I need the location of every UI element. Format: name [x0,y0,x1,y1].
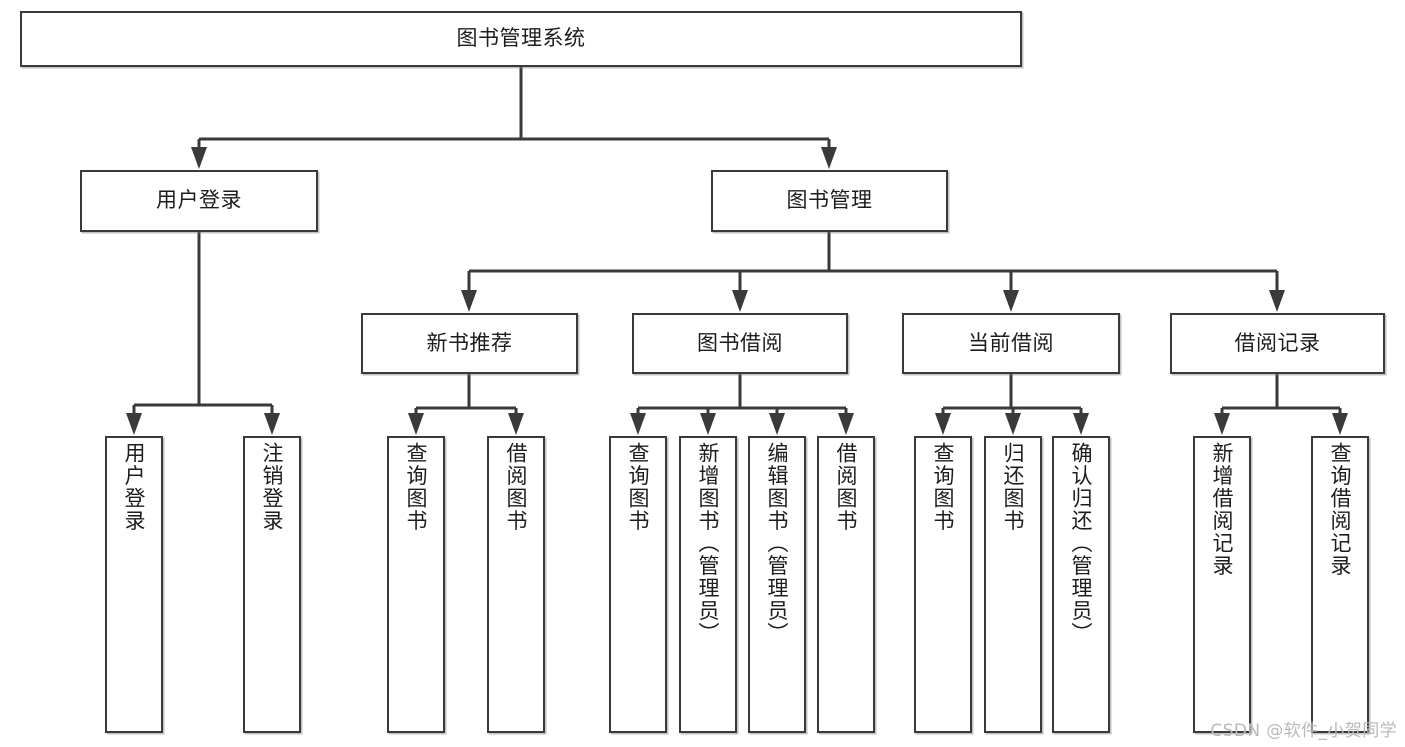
node-label: 图书管理 [786,188,873,213]
watermark-text: CSDN @软件_小贺同学 [1210,721,1397,741]
node-l2-current[interactable]: 当前借阅 [902,313,1120,374]
node-leaf-r-add[interactable]: 新增借阅记录 [1193,436,1251,733]
node-leaf-c-return[interactable]: 归还图书 [984,436,1042,733]
node-leaf-user-logout[interactable]: 注销登录 [243,436,301,733]
node-label: 图书管理系统 [456,26,586,51]
node-root[interactable]: 图书管理系统 [20,11,1022,67]
node-l2-record[interactable]: 借阅记录 [1170,313,1385,374]
node-label: 注销登录 [260,442,285,532]
node-l1-user[interactable]: 用户登录 [80,170,318,232]
node-leaf-b-edit[interactable]: 编辑图书（管理员） [748,436,806,733]
node-label: 归还图书 [1001,442,1026,532]
node-label: 借阅图书 [834,442,859,532]
node-label: 新书推荐 [426,330,513,355]
node-leaf-b-query[interactable]: 查询图书 [609,436,667,733]
node-label: 查询图书 [626,442,651,532]
node-label: 新增图书（管理员） [696,442,721,645]
node-label: 新增借阅记录 [1210,442,1235,577]
node-label: 当前借阅 [968,330,1054,355]
node-label: 查询图书 [931,442,956,532]
node-label: 确认归还（管理员） [1069,442,1094,645]
node-leaf-b-add[interactable]: 新增图书（管理员） [679,436,737,733]
node-label: 用户登录 [156,188,242,213]
node-label: 借阅记录 [1234,330,1321,355]
node-label: 借阅图书 [504,442,529,532]
node-l2-borrow[interactable]: 图书借阅 [632,313,848,374]
node-leaf-new-borrow[interactable]: 借阅图书 [487,436,545,733]
node-leaf-r-query[interactable]: 查询借阅记录 [1311,436,1369,733]
node-leaf-c-query[interactable]: 查询图书 [914,436,972,733]
node-l1-book[interactable]: 图书管理 [711,170,948,232]
node-l2-newbook[interactable]: 新书推荐 [361,313,578,374]
node-leaf-c-confirm[interactable]: 确认归还（管理员） [1052,436,1110,733]
node-leaf-new-query[interactable]: 查询图书 [387,436,445,733]
node-leaf-user-login[interactable]: 用户登录 [105,436,163,733]
node-label: 编辑图书（管理员） [765,442,790,645]
node-label: 图书借阅 [697,330,783,355]
node-label: 用户登录 [122,442,147,532]
node-label: 查询借阅记录 [1328,442,1353,577]
node-leaf-b-borrow[interactable]: 借阅图书 [817,436,875,733]
node-label: 查询图书 [404,442,429,532]
